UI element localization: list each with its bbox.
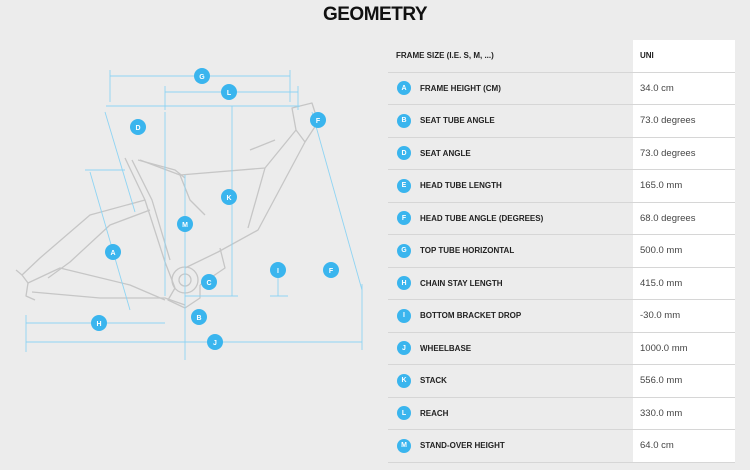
row-label: SEAT TUBE ANGLE bbox=[420, 116, 495, 126]
table-row: K STACK 556.0 mm bbox=[388, 365, 735, 398]
row-badge: H bbox=[397, 276, 411, 291]
dim-badge-j: J bbox=[207, 334, 223, 350]
svg-text:L: L bbox=[227, 90, 232, 97]
dim-badge-k: K bbox=[221, 189, 237, 205]
row-label-cell: J WHEELBASE bbox=[388, 333, 632, 365]
row-label: SEAT ANGLE bbox=[420, 148, 471, 158]
table-row: J WHEELBASE 1000.0 mm bbox=[388, 332, 735, 365]
svg-text:F: F bbox=[316, 118, 321, 125]
row-value: 556.0 mm bbox=[633, 365, 735, 397]
row-badge: L bbox=[397, 406, 411, 421]
row-value: 34.0 cm bbox=[633, 72, 735, 104]
row-value: 73.0 degrees bbox=[633, 105, 735, 137]
table-row: I BOTTOM BRACKET DROP -30.0 mm bbox=[388, 300, 735, 333]
row-label-cell: F HEAD TUBE ANGLE (DEGREES) bbox=[388, 203, 632, 235]
row-value: 64.0 cm bbox=[633, 430, 735, 462]
svg-text:A: A bbox=[110, 250, 115, 257]
svg-text:H: H bbox=[96, 321, 101, 328]
row-value: 500.0 mm bbox=[633, 235, 735, 267]
row-label: FRAME HEIGHT (CM) bbox=[420, 83, 501, 93]
row-label: REACH bbox=[420, 408, 449, 418]
header-value: UNI bbox=[633, 40, 735, 72]
dim-badge-l: L bbox=[221, 84, 237, 100]
dim-badge-g: G bbox=[194, 68, 210, 84]
row-value: 165.0 mm bbox=[633, 170, 735, 202]
svg-text:G: G bbox=[199, 74, 205, 81]
svg-text:C: C bbox=[206, 280, 211, 287]
row-badge: A bbox=[397, 81, 411, 96]
row-value: 330.0 mm bbox=[633, 397, 735, 429]
row-badge: I bbox=[397, 308, 411, 323]
row-badge: J bbox=[397, 341, 411, 356]
row-badge: D bbox=[397, 146, 411, 161]
row-label-cell: L REACH bbox=[388, 398, 632, 430]
row-badge: K bbox=[397, 373, 411, 388]
svg-text:F: F bbox=[329, 268, 334, 275]
row-label-cell: H CHAIN STAY LENGTH bbox=[388, 268, 632, 300]
row-badge: F bbox=[397, 211, 411, 226]
row-label-cell: I BOTTOM BRACKET DROP bbox=[388, 300, 632, 332]
row-label: TOP TUBE HORIZONTAL bbox=[420, 246, 515, 256]
svg-text:J: J bbox=[213, 340, 217, 347]
row-label: WHEELBASE bbox=[420, 343, 472, 353]
row-value: 68.0 degrees bbox=[633, 202, 735, 234]
svg-text:D: D bbox=[135, 125, 140, 132]
svg-text:I: I bbox=[277, 268, 279, 275]
row-badge: B bbox=[397, 113, 411, 128]
table-header-row: FRAME SIZE (I.E. S, M, ...) UNI bbox=[388, 40, 735, 73]
row-label: CHAIN STAY LENGTH bbox=[420, 278, 503, 288]
table-row: L REACH 330.0 mm bbox=[388, 397, 735, 430]
table-row: D SEAT ANGLE 73.0 degrees bbox=[388, 137, 735, 170]
dim-badge-h: H bbox=[91, 315, 107, 331]
row-badge: M bbox=[397, 438, 411, 453]
row-label: STAND-OVER HEIGHT bbox=[420, 441, 505, 451]
row-value: -30.0 mm bbox=[633, 300, 735, 332]
row-value: 73.0 degrees bbox=[633, 137, 735, 169]
row-label-cell: A FRAME HEIGHT (CM) bbox=[388, 73, 632, 105]
table-row: F HEAD TUBE ANGLE (DEGREES) 68.0 degrees bbox=[388, 202, 735, 235]
dim-badge-d: D bbox=[130, 119, 146, 135]
row-label-cell: E HEAD TUBE LENGTH bbox=[388, 170, 632, 202]
table-row: M STAND-OVER HEIGHT 64.0 cm bbox=[388, 430, 735, 463]
page-title: GEOMETRY bbox=[322, 4, 428, 25]
dim-badge-f: F bbox=[310, 112, 326, 128]
svg-text:K: K bbox=[226, 195, 231, 202]
table-row: G TOP TUBE HORIZONTAL 500.0 mm bbox=[388, 235, 735, 268]
row-label: BOTTOM BRACKET DROP bbox=[420, 311, 522, 321]
dim-badge-a: A bbox=[105, 244, 121, 260]
table-row: H CHAIN STAY LENGTH 415.0 mm bbox=[388, 267, 735, 300]
geometry-table: FRAME SIZE (I.E. S, M, ...) UNI A FRAME H… bbox=[388, 40, 735, 463]
table-row: A FRAME HEIGHT (CM) 34.0 cm bbox=[388, 72, 735, 105]
frame-geometry-diagram: G L D F K M A C I F H B J bbox=[15, 68, 363, 360]
row-label-cell: M STAND-OVER HEIGHT bbox=[388, 430, 632, 462]
dim-badge-c: C bbox=[201, 274, 217, 290]
row-label-cell: K STACK bbox=[388, 365, 632, 397]
row-label-cell: G TOP TUBE HORIZONTAL bbox=[388, 235, 632, 267]
table-row: B SEAT TUBE ANGLE 73.0 degrees bbox=[388, 105, 735, 138]
row-label: STACK bbox=[420, 376, 447, 386]
row-label: HEAD TUBE ANGLE (DEGREES) bbox=[420, 213, 544, 223]
table-row: E HEAD TUBE LENGTH 165.0 mm bbox=[388, 170, 735, 203]
row-badge: E bbox=[397, 178, 411, 193]
row-label: HEAD TUBE LENGTH bbox=[420, 181, 502, 191]
header-label: FRAME SIZE (I.E. S, M, ...) bbox=[396, 51, 494, 61]
row-label-cell: D SEAT ANGLE bbox=[388, 138, 632, 170]
dim-badge-f2: F bbox=[323, 262, 339, 278]
dim-badge-b: B bbox=[191, 309, 207, 325]
row-value: 415.0 mm bbox=[633, 267, 735, 299]
svg-text:B: B bbox=[196, 315, 201, 322]
row-label-cell: B SEAT TUBE ANGLE bbox=[388, 105, 632, 137]
dim-badge-m: M bbox=[177, 216, 193, 232]
frame-outline bbox=[15, 102, 319, 309]
svg-text:M: M bbox=[182, 222, 188, 229]
row-badge: G bbox=[397, 243, 411, 258]
row-value: 1000.0 mm bbox=[633, 332, 735, 364]
dim-badge-i: I bbox=[270, 262, 286, 278]
